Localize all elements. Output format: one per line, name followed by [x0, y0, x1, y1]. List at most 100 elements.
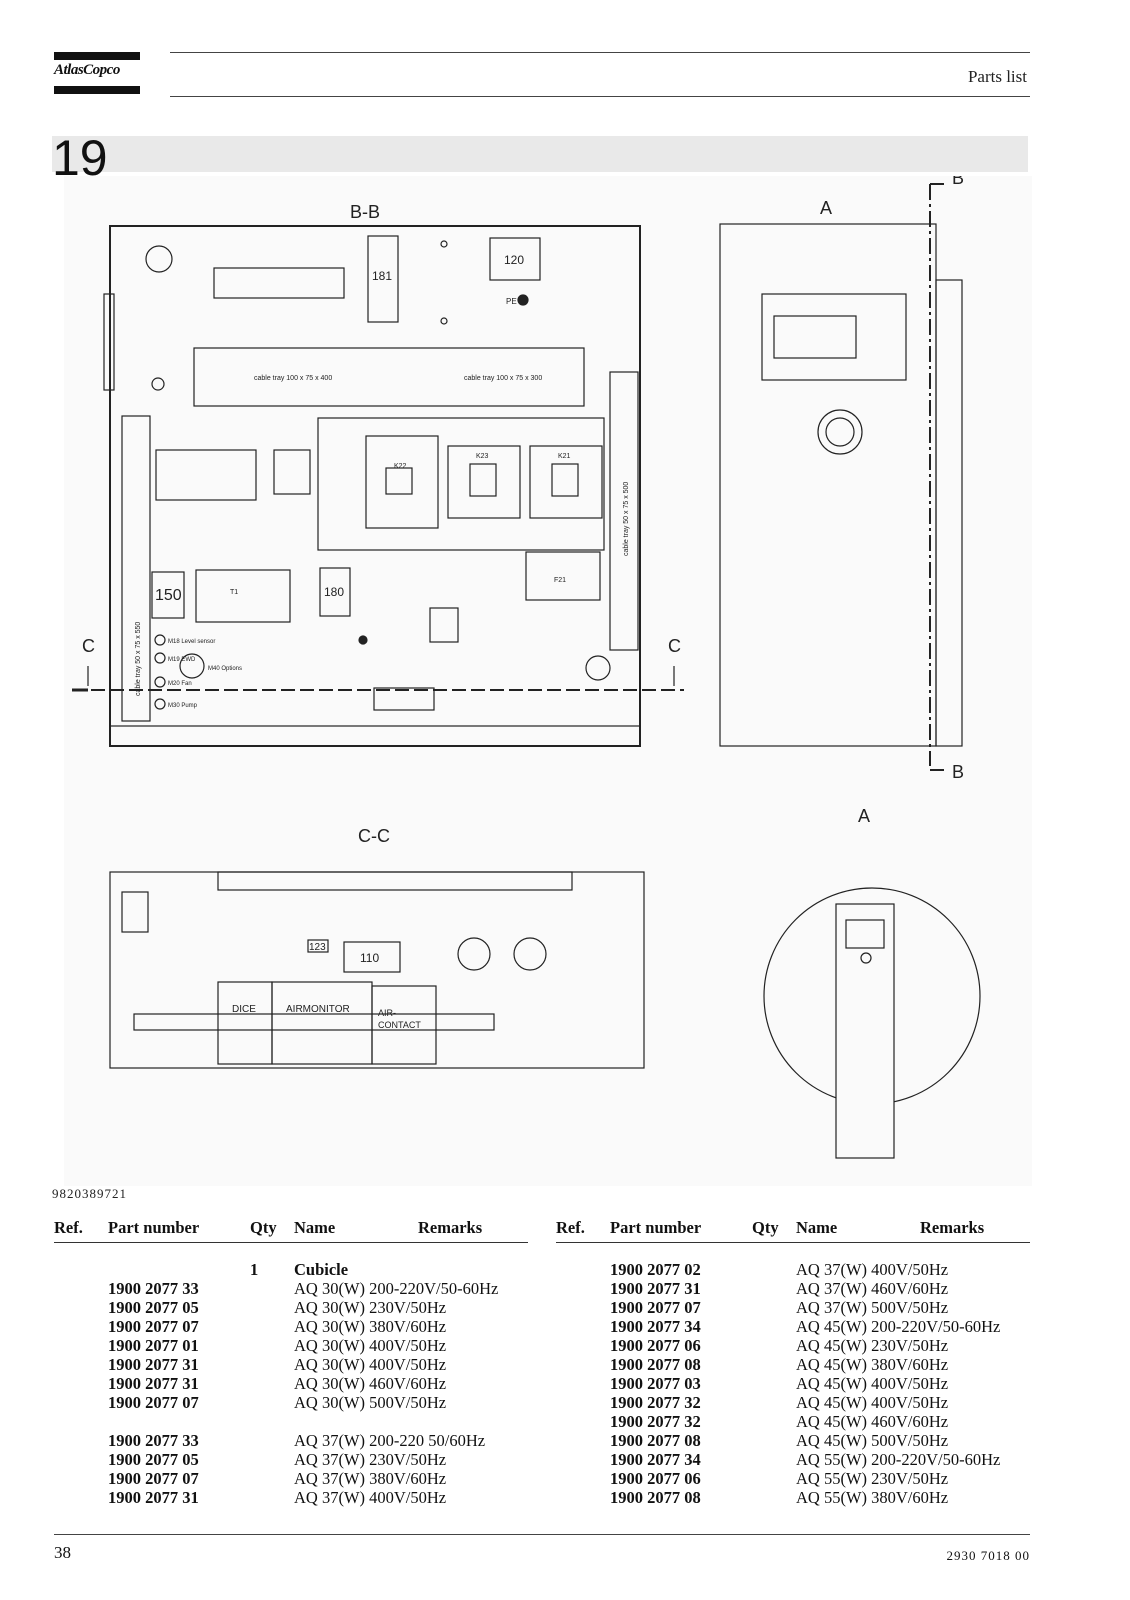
cell-name: AQ 55(W) 230V/50Hz — [796, 1469, 949, 1488]
document-number: 2930 7018 00 — [946, 1548, 1030, 1563]
module-air-contact — [371, 985, 437, 1065]
header-remarks: Remarks — [920, 1218, 985, 1237]
label-m18: M18 Level sensor — [168, 639, 215, 645]
label-box-120: 120 — [504, 253, 524, 267]
cell-name: AQ 37(W) 460V/60Hz — [796, 1279, 949, 1298]
screw-1 — [440, 240, 448, 248]
label-box-180: 180 — [324, 585, 344, 599]
terminal-rail — [213, 267, 345, 299]
fuse-f21 — [525, 551, 601, 601]
label-detail-a: A — [858, 806, 870, 826]
cell-part-number: 1900 2077 32 — [610, 1412, 701, 1431]
label-cable-tray-1: cable tray 100 x 75 x 400 — [254, 375, 332, 382]
cell-part-number: 1900 2077 01 — [108, 1336, 199, 1355]
cell-part-number: 1900 2077 31 — [108, 1488, 199, 1507]
label-box-181: 181 — [372, 269, 392, 283]
round-port-1 — [145, 245, 173, 273]
header-part-number: Part number — [108, 1218, 200, 1237]
cell-name: AQ 45(W) 500V/50Hz — [796, 1431, 949, 1450]
detail-display-a — [845, 919, 885, 949]
cell-part-number: 1900 2077 08 — [610, 1431, 701, 1450]
hatched-base-bb — [109, 725, 641, 747]
cell-part-number: 1900 2077 31 — [610, 1279, 701, 1298]
label-cable-tray-left: cable tray 50 x 75 x 550 — [135, 622, 142, 696]
label-cable-tray-right: cable tray 50 x 75 x 500 — [623, 482, 630, 556]
table-header: Ref. Part number Qty Name Remarks — [556, 1218, 1030, 1240]
cell-name: AQ 55(W) 200-220V/50-60Hz — [796, 1450, 1001, 1469]
header-qty: Qty — [250, 1218, 277, 1237]
header-remarks: Remarks — [418, 1218, 483, 1237]
cabinet-section-cc — [109, 871, 645, 1069]
table-header: Ref. Part number Qty Name Remarks — [54, 1218, 528, 1240]
cell-name: AQ 37(W) 230V/50Hz — [294, 1450, 447, 1469]
cc-port-1 — [457, 937, 491, 971]
cell-part-number: 1900 2077 07 — [108, 1469, 199, 1488]
module-dice — [217, 981, 273, 1065]
box-180 — [319, 567, 351, 617]
cell-part-number: 1900 2077 07 — [610, 1298, 701, 1317]
k23-window — [469, 463, 497, 497]
contactor-block — [317, 417, 605, 551]
cell-part-number: 1900 2077 02 — [610, 1260, 701, 1279]
cell-name: AQ 55(W) 380V/60Hz — [796, 1488, 949, 1507]
header-rule-top — [170, 52, 1030, 53]
contactor-k21 — [529, 445, 603, 519]
label-view-cc: C-C — [358, 826, 390, 846]
figure-number: 9820389721 — [52, 1186, 127, 1201]
cell-part-number: 1900 2077 06 — [610, 1469, 701, 1488]
cell-name: Cubicle — [294, 1260, 349, 1279]
label-section-b-bottom: B — [952, 762, 964, 782]
page-title: Parts list — [967, 67, 1027, 86]
cell-part-number: 1900 2077 32 — [610, 1393, 701, 1412]
cell-name: AQ 37(W) 400V/50Hz — [294, 1488, 447, 1507]
led-m18 — [154, 634, 166, 646]
cell-part-number: 1900 2077 07 — [108, 1317, 199, 1336]
box-181 — [367, 235, 399, 323]
pe-terminal — [517, 294, 529, 306]
label-dice: DICE — [232, 1004, 256, 1015]
ground-point — [358, 635, 368, 645]
contactor-k23 — [447, 445, 521, 519]
header-part-number: Part number — [610, 1218, 702, 1237]
detail-estop-a — [860, 952, 872, 964]
header-qty: Qty — [752, 1218, 779, 1237]
door-hinge-panel — [935, 279, 963, 747]
relay-q15 — [273, 449, 311, 495]
label-view-bb: B-B — [350, 202, 380, 222]
section-band — [52, 136, 1028, 172]
dial-m40 — [179, 653, 205, 679]
controller-display — [761, 293, 907, 381]
module-airmonitor — [271, 981, 373, 1065]
din-rail-cc — [133, 1013, 495, 1031]
cell-part-number: 1900 2077 08 — [610, 1488, 701, 1507]
cell-name: AQ 30(W) 400V/50Hz — [294, 1336, 447, 1355]
round-port-2 — [151, 377, 165, 391]
page-number: 38 — [54, 1543, 71, 1562]
k22-window — [385, 467, 413, 495]
label-airmonitor: AIRMONITOR — [286, 1004, 350, 1015]
cc-bracket — [121, 891, 149, 933]
cell-name: AQ 45(W) 400V/50Hz — [796, 1374, 949, 1393]
cell-part-number: 1900 2077 06 — [610, 1336, 701, 1355]
cell-part-number: 1900 2077 34 — [610, 1317, 701, 1336]
label-k22: K22 — [394, 463, 407, 470]
round-gland — [585, 655, 611, 681]
cell-name: AQ 30(W) 380V/60Hz — [294, 1317, 447, 1336]
cell-name: AQ 45(W) 200-220V/50-60Hz — [796, 1317, 1001, 1336]
cell-name: AQ 37(W) 400V/50Hz — [796, 1260, 949, 1279]
side-bracket — [103, 293, 115, 391]
technical-drawing: B-B A B B C C C-C A 120 181 150 180 110 … — [64, 168, 1032, 1186]
cc-port-2 — [513, 937, 547, 971]
header-name: Name — [294, 1218, 336, 1237]
label-section-c-left: C — [82, 636, 95, 656]
label-m30: M30 Pump — [168, 703, 198, 709]
label-m40: M40 Options — [208, 666, 242, 672]
cell-name: AQ 37(W) 200-220 50/60Hz — [294, 1431, 486, 1450]
label-air-contact-1: AIR- — [378, 1008, 396, 1018]
cell-name: AQ 30(W) 230V/50Hz — [294, 1298, 447, 1317]
detail-panel-a — [835, 903, 895, 1159]
cell-part-number: 1900 2077 05 — [108, 1298, 199, 1317]
label-m20: M20 Fan — [168, 681, 192, 687]
cell-name: AQ 37(W) 380V/60Hz — [294, 1469, 447, 1488]
